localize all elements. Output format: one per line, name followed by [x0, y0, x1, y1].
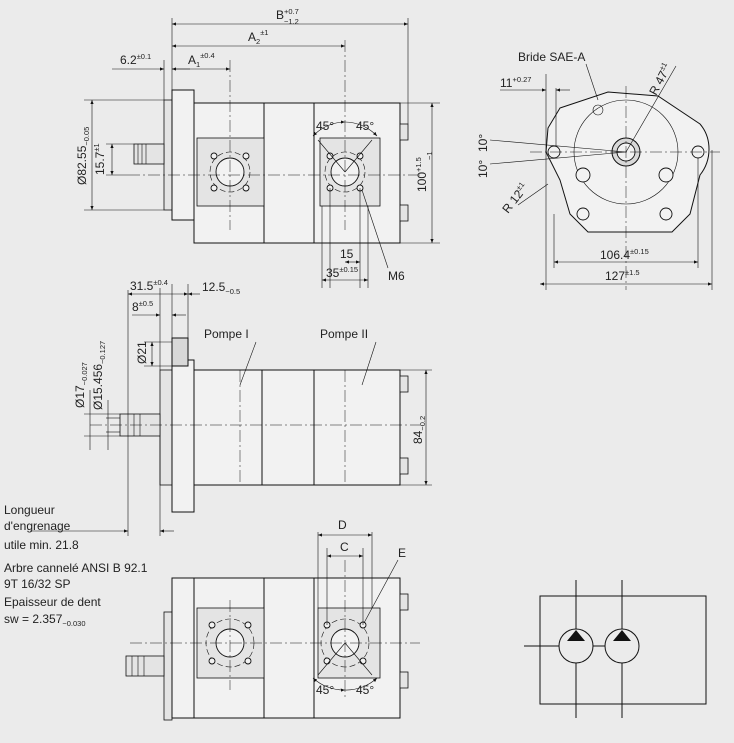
- label-E: E: [398, 546, 406, 560]
- dim-127: 127±1.5: [605, 268, 640, 283]
- dim-B-lower-tol: −1.2: [284, 17, 299, 26]
- dim-B: B+0.7: [276, 7, 299, 22]
- note-line-7: sw = 2.357−0.030: [4, 612, 86, 628]
- dim-15: 15: [340, 247, 354, 261]
- mounting-flange: [171, 89, 195, 221]
- dim-17: Ø17−0.027: [73, 362, 89, 408]
- top-side-view: [84, 18, 440, 288]
- end-bolt-bottom: [399, 204, 409, 222]
- dim-15-456: Ø15.456−0.127: [91, 341, 107, 410]
- bottom-flange: [171, 577, 195, 719]
- dim-21: Ø21: [135, 341, 149, 364]
- end-bolt-top: [399, 123, 409, 141]
- dim-r12: R 12±1: [499, 180, 532, 216]
- dim-84: 84−0.2: [411, 416, 427, 444]
- note-line-6: Epaisseur de dent: [4, 595, 101, 609]
- middle-side-view: [30, 284, 432, 536]
- front-view-flange: [489, 63, 720, 290]
- hydraulic-schematic: [524, 580, 707, 718]
- label-pompe-2: Pompe II: [320, 327, 368, 341]
- pompe-1-body: [193, 369, 263, 486]
- schematic-frame: [539, 595, 707, 705]
- dim-r47: R 47±1: [645, 61, 674, 98]
- angle-45-right: 45°: [356, 119, 374, 133]
- note-line-4: Arbre cannelé ANSI B 92.1: [4, 561, 148, 575]
- dim-35: 35±0.15: [326, 265, 358, 280]
- note-line-3: utile min. 21.8: [4, 538, 79, 552]
- boss-21: [171, 337, 189, 367]
- dim-6-2: 6.2±0.1: [120, 52, 151, 67]
- dim-11: 11+0.27: [500, 75, 531, 90]
- bottom-view: [125, 532, 420, 721]
- label-pompe-1: Pompe I: [204, 327, 249, 341]
- dim-106-4: 106.4±0.15: [600, 247, 649, 262]
- pump-middle-section: [263, 102, 315, 244]
- dim-100: 100+1.5: [414, 157, 429, 192]
- dim-15-7: 15.7±1: [92, 143, 107, 175]
- angle-45-bottom-right: 45°: [356, 683, 374, 697]
- note-line-5: 9T 16/32 SP: [4, 577, 71, 591]
- drive-shaft: [133, 143, 165, 165]
- dim-8: 8±0.5: [132, 299, 153, 314]
- angle-10-bottom: 10°: [476, 160, 490, 178]
- dim-D: D: [338, 518, 347, 532]
- angle-10-top: 10°: [476, 134, 490, 152]
- note-line-2: d'engrenage: [4, 519, 71, 533]
- angle-45-left: 45°: [316, 119, 334, 133]
- pompe-2-body: [313, 369, 401, 486]
- label-bride-sae-a: Bride SAE-A: [518, 50, 585, 64]
- angle-45-bottom-left: 45°: [316, 683, 334, 697]
- dim-C: C: [340, 540, 349, 554]
- dim-A1: A1±0.4: [188, 51, 215, 69]
- dim-82-55: Ø82.55−0.05: [75, 127, 91, 185]
- mounting-flange-plate: [163, 99, 173, 211]
- dim-A2: A2±1: [248, 28, 268, 46]
- note-line-1: Longueur: [4, 503, 55, 517]
- middle-flange: [171, 359, 195, 513]
- dim-12-5: 12.5−0.5: [202, 280, 240, 296]
- thread-m6: M6: [388, 269, 405, 283]
- dim-100-lower-tol: −1: [425, 151, 434, 160]
- dim-31-5: 31.5±0.4: [130, 278, 168, 293]
